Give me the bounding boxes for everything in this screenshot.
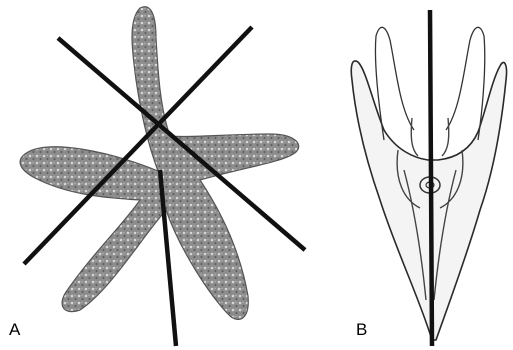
starfish-body (20, 7, 299, 320)
panel-label-b: B (356, 321, 367, 338)
starfish-illustration (20, 7, 305, 346)
symmetry-lines-b (430, 10, 432, 346)
symmetry-axis-b-1 (430, 10, 432, 346)
comb-jelly-illustration (351, 10, 506, 346)
panel-label-a: A (9, 321, 20, 338)
